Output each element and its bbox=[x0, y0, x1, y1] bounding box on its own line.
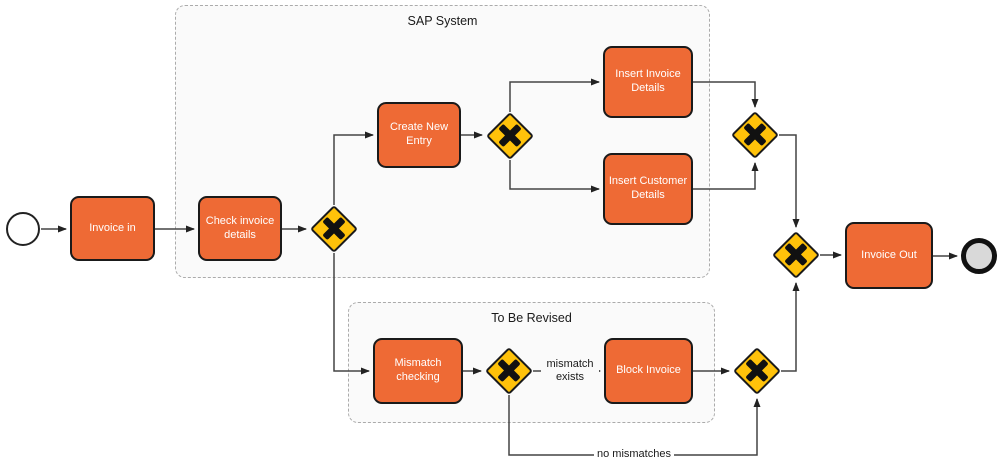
edge-label-no-mismatches: no mismatches bbox=[594, 448, 674, 461]
flow-join-insert-to-final-join bbox=[779, 134, 800, 228]
gateway-join-final[interactable] bbox=[771, 230, 821, 280]
gateway-after-check[interactable] bbox=[309, 204, 359, 254]
start-event[interactable] bbox=[6, 212, 40, 246]
flow-insert-customer-to-join bbox=[693, 162, 759, 190]
gateway-join-revised[interactable] bbox=[732, 346, 782, 396]
flow-split-to-insert-customer bbox=[509, 160, 600, 193]
task-insert-invoice-details[interactable]: Insert Invoice Details bbox=[603, 46, 693, 118]
group-sap-system-label: SAP System bbox=[407, 14, 478, 28]
xor-icon bbox=[310, 205, 358, 253]
gateway-mismatch-decision[interactable] bbox=[484, 346, 534, 396]
xor-icon bbox=[772, 231, 820, 279]
flow-join-revised-to-final-join bbox=[781, 282, 800, 372]
flow-insert-invoice-to-join bbox=[693, 81, 759, 108]
flow-gateway-to-create-entry bbox=[333, 131, 374, 205]
task-block-invoice[interactable]: Block Invoice bbox=[604, 338, 693, 404]
xor-icon bbox=[486, 112, 534, 160]
task-invoice-in[interactable]: Invoice in bbox=[70, 196, 155, 261]
xor-icon bbox=[733, 347, 781, 395]
flow-no-mismatches bbox=[508, 395, 761, 456]
group-to-be-revised-label: To Be Revised bbox=[491, 311, 572, 325]
xor-icon bbox=[731, 111, 779, 159]
end-event[interactable] bbox=[961, 238, 997, 274]
gateway-split-insert[interactable] bbox=[485, 111, 535, 161]
task-create-new-entry[interactable]: Create New Entry bbox=[377, 102, 461, 168]
edge-label-mismatch-exists: mismatch exists bbox=[541, 358, 599, 384]
flow-split-to-insert-invoice bbox=[509, 78, 600, 112]
task-invoice-out[interactable]: Invoice Out bbox=[845, 222, 933, 289]
task-mismatch-checking[interactable]: Mismatch checking bbox=[373, 338, 463, 404]
flow-gateway-to-mismatch-checking bbox=[333, 253, 370, 375]
gateway-join-insert[interactable] bbox=[730, 110, 780, 160]
task-insert-customer-details[interactable]: Insert Customer Details bbox=[603, 153, 693, 225]
task-check-invoice-details[interactable]: Check invoice details bbox=[198, 196, 282, 261]
xor-icon bbox=[485, 347, 533, 395]
